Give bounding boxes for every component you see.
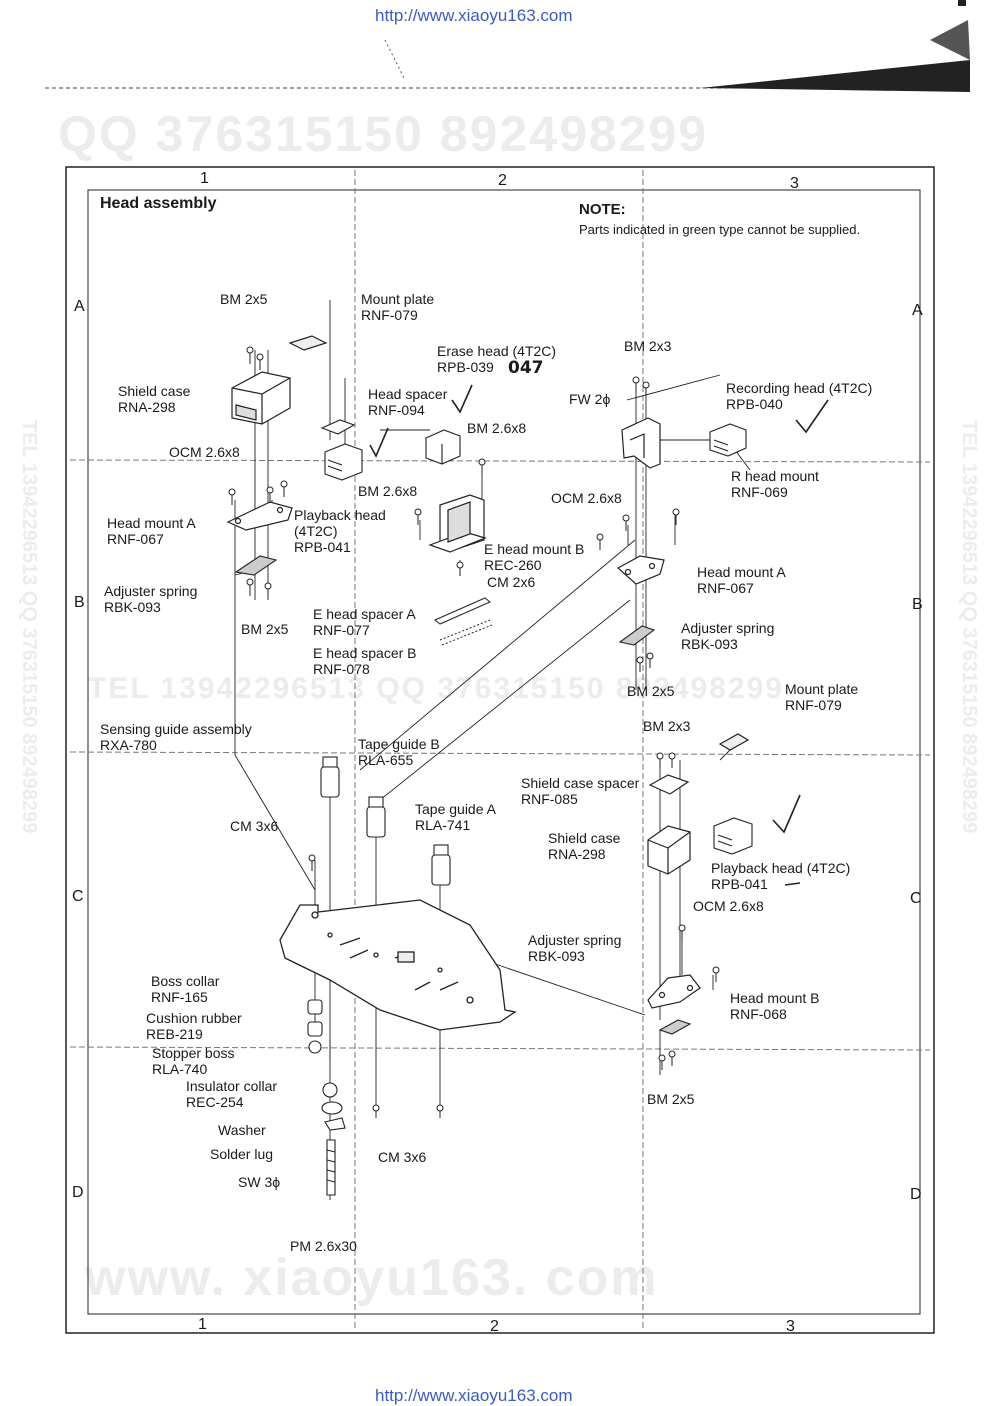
column-label-bottom-2: 2: [490, 1318, 499, 1335]
row-label-left-c: C: [72, 888, 84, 905]
adjuster-spring-right: [618, 625, 656, 646]
label-shield-case-spacer: Shield case spacer RNF-085: [521, 775, 640, 807]
note-heading: NOTE:: [579, 201, 626, 218]
head-mount-b: [647, 974, 701, 1009]
watermark-bottom: www. xiaoyu163. com: [85, 1249, 659, 1307]
label-tape-guide-a: Tape guide A RLA-741: [415, 801, 496, 833]
label-bm2x3-b: BM 2x3: [643, 718, 691, 734]
column-label-bottom-1: 1: [198, 1316, 207, 1333]
label-adjuster-spring-left: Adjuster spring RBK-093: [104, 583, 198, 615]
label-erase-head: Erase head (4T2C) RPB-039: [437, 343, 557, 375]
row-label-left-d: D: [72, 1184, 84, 1201]
label-sw3: SW 3ϕ: [238, 1174, 281, 1190]
label-tape-guide-b: Tape guide B RLA-655: [358, 736, 440, 768]
label-bm26x8-b: BM 2.6x8: [358, 483, 418, 499]
label-bm2x5-d: BM 2x5: [647, 1091, 695, 1107]
header-url[interactable]: http://www.xiaoyu163.com: [375, 6, 573, 25]
label-cm3x6-b: CM 3x6: [378, 1149, 427, 1165]
row-label-right-c: C: [910, 890, 922, 907]
check-marks: [369, 384, 829, 886]
head-spacer-left: [320, 419, 356, 435]
note-text: Parts indicated in green type cannot be …: [579, 222, 861, 237]
column-label-top-2: 2: [498, 172, 507, 189]
column-label-top-3: 3: [790, 175, 799, 192]
label-bm2x5-b: BM 2x5: [241, 621, 289, 637]
diagram-title: Head assembly: [100, 195, 217, 212]
label-fw2: FW 2ϕ: [569, 391, 611, 407]
head-mount-a-right: [616, 555, 665, 585]
row-label-right-b: B: [912, 596, 923, 613]
recording-head: [709, 423, 747, 457]
sensing-guide-assembly: [320, 756, 340, 798]
label-bm2x5-a: BM 2x5: [220, 291, 268, 307]
mount-plate-top-left: [288, 335, 328, 351]
e-head-spacers: [434, 597, 493, 646]
label-head-mount-a-right: Head mount A RNF-067: [697, 564, 786, 596]
label-recording-head: Recording head (4T2C) RPB-040: [726, 380, 873, 412]
label-bm2x3-a: BM 2x3: [624, 338, 672, 354]
screws: [228, 346, 720, 1118]
label-sensing-guide: Sensing guide assembly RXA-780: [100, 721, 252, 753]
label-ocm26x8-c: OCM 2.6x8: [693, 898, 764, 914]
watermark-middle: TEL 13942296513 QQ 376315150 892498299: [88, 672, 784, 705]
row-label-left-b: B: [74, 594, 85, 611]
playback-head-left: [324, 443, 363, 481]
collar-stack: [307, 999, 346, 1196]
handwritten-note: 047: [508, 358, 544, 378]
label-pm26x30: PM 2.6x30: [290, 1238, 357, 1254]
label-playback-head-a: Playback head (4T2C) RPB-041: [294, 507, 386, 555]
label-cm3x6-a: CM 3x6: [230, 818, 279, 834]
tape-guide-b: [366, 796, 386, 838]
fold-lines: [69, 170, 931, 1330]
tape-guide-a: [431, 844, 451, 886]
playback-head-right: [713, 817, 753, 855]
adjuster-spring-left: [234, 555, 278, 576]
adjuster-spring-lower: [658, 1019, 692, 1035]
label-adjuster-spring-right: Adjuster spring RBK-093: [681, 620, 775, 652]
erase-head: [425, 429, 461, 465]
row-label-right-d: D: [910, 1186, 922, 1203]
column-label-top-1: 1: [200, 170, 209, 187]
label-mount-plate-a: Mount plate RNF-079: [361, 291, 435, 323]
column-label-bottom-3: 3: [786, 1318, 795, 1335]
label-e-head-spacer-b: E head spacer B RNF-078: [313, 645, 417, 677]
label-e-head-mount-b: E head mount B REC-260: [484, 541, 585, 573]
label-washer: Washer: [218, 1122, 266, 1138]
label-shield-case-a: Shield case RNA-298: [118, 383, 191, 415]
label-head-spacer: Head spacer RNF-094: [368, 386, 448, 418]
r-head-mount: [621, 417, 661, 469]
label-cm2x6: CM 2x6: [487, 574, 536, 590]
label-ocm26x8-a: OCM 2.6x8: [169, 444, 240, 460]
label-bm2x5-c: BM 2x5: [627, 683, 675, 699]
scan-edge-marks: [45, 0, 970, 92]
label-boss-collar: Boss collar RNF-165: [151, 973, 220, 1005]
row-label-left-a: A: [74, 298, 85, 315]
row-label-right-a: A: [912, 302, 923, 319]
footer-url[interactable]: http://www.xiaoyu163.com: [375, 1386, 573, 1405]
label-r-head-mount: R head mount RNF-069: [731, 468, 819, 500]
mount-plate-right: [718, 733, 750, 751]
chassis-plate: [279, 899, 517, 1031]
watermark-top: QQ 376315150 892498299: [58, 106, 709, 162]
label-playback-head-b: Playback head (4T2C) RPB-041: [711, 860, 851, 892]
shield-case-spacer: [648, 774, 690, 795]
label-stopper-boss: Stopper boss RLA-740: [152, 1045, 235, 1077]
label-adjuster-spring-c: Adjuster spring RBK-093: [528, 932, 622, 964]
e-head-mount-b: [428, 494, 487, 553]
label-bm26x8-a: BM 2.6x8: [467, 420, 527, 436]
label-e-head-spacer-a: E head spacer A RNF-077: [313, 606, 416, 638]
shield-case-left: [231, 371, 291, 425]
label-head-mount-a-left: Head mount A RNF-067: [107, 515, 196, 547]
label-mount-plate-b: Mount plate RNF-079: [785, 681, 859, 713]
label-shield-case-b: Shield case RNA-298: [548, 830, 621, 862]
outer-frame: [65, 166, 935, 1334]
label-ocm26x8-b: OCM 2.6x8: [551, 490, 622, 506]
shield-case-right: [647, 825, 691, 875]
label-solder-lug: Solder lug: [210, 1146, 274, 1162]
label-head-mount-b: Head mount B RNF-068: [730, 990, 820, 1022]
head-mount-a-left: [226, 501, 293, 531]
label-insulator-collar: Insulator collar REC-254: [186, 1078, 278, 1110]
label-cushion-rubber: Cushion rubber REB-219: [146, 1010, 242, 1042]
